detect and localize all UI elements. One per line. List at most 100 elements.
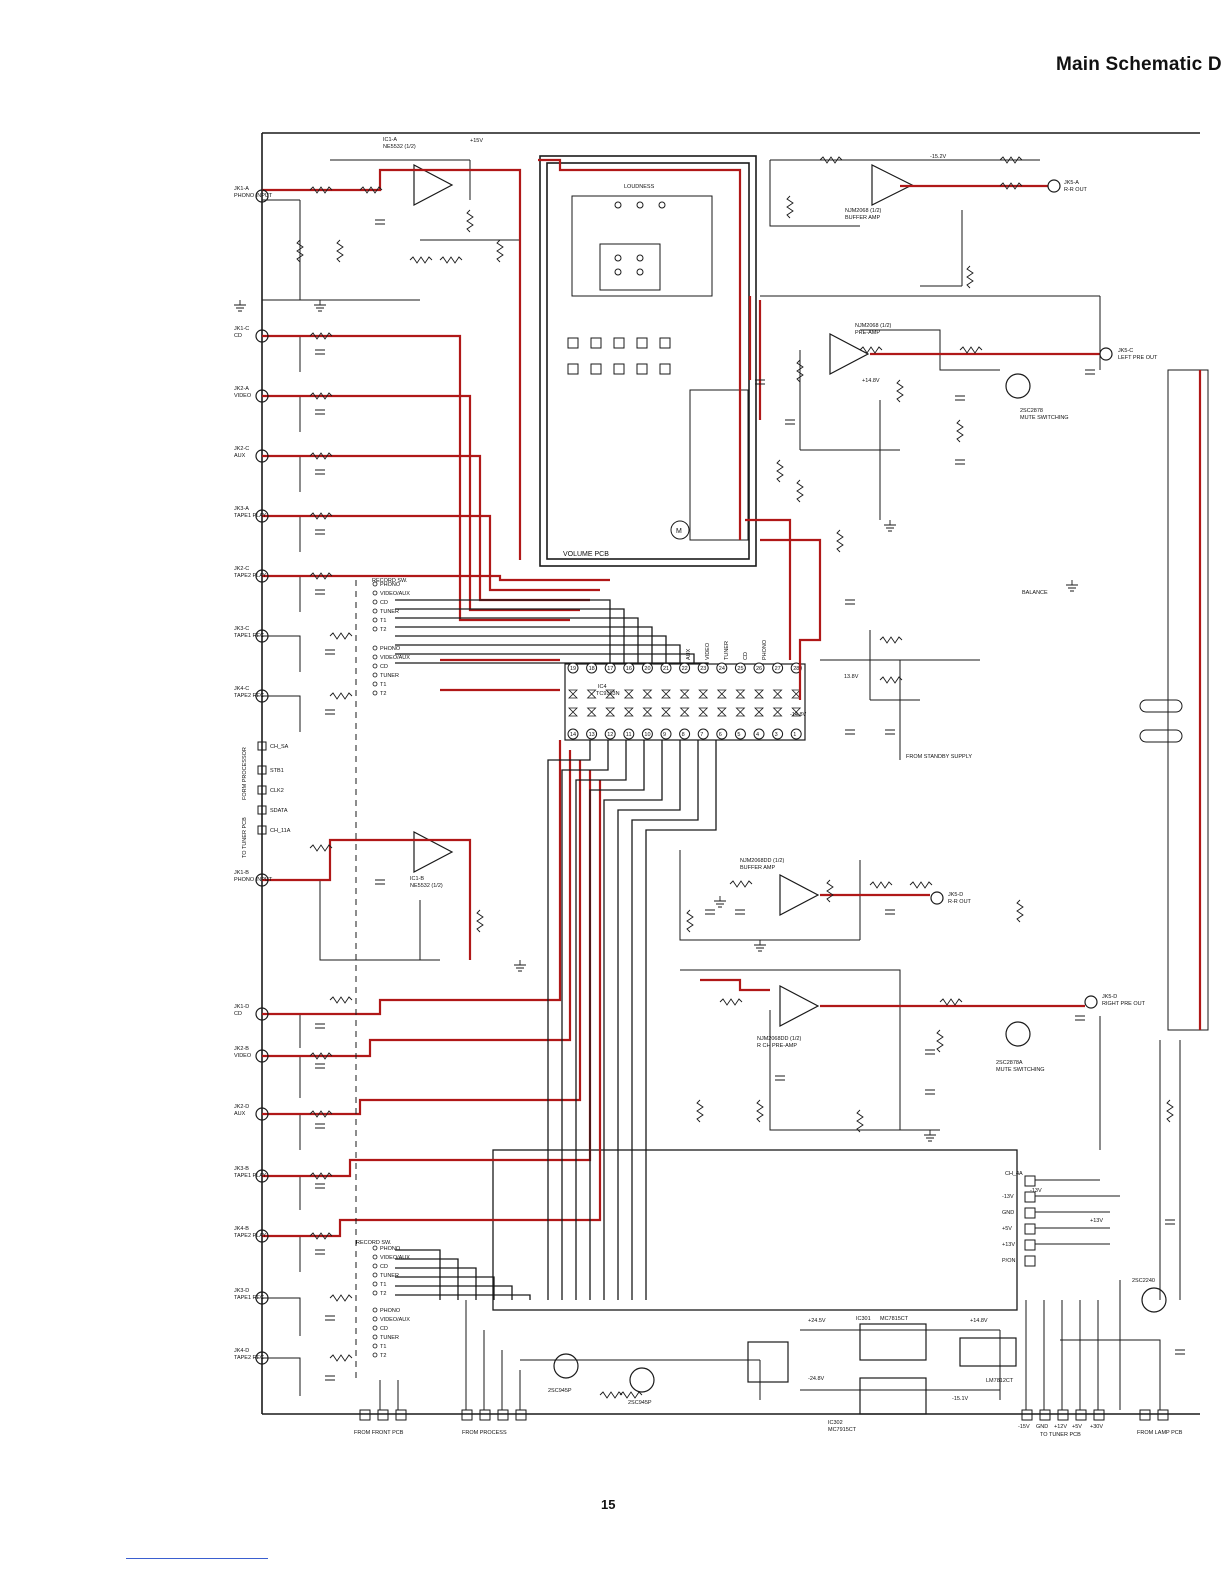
bus-trace: [617, 740, 681, 1300]
ic4-input-tag: CD: [743, 652, 749, 660]
input-jack-label: CD: [234, 333, 242, 339]
bus-trace: [395, 1258, 459, 1300]
ic4-pin-number: 22: [682, 666, 688, 672]
ic4-part: TC9163N: [596, 691, 620, 697]
selector-position-label: T2: [380, 1353, 386, 1359]
resistor-icon: [956, 419, 964, 443]
ic4-pin-number: 12: [607, 732, 613, 738]
volume-pot-pins: [567, 337, 749, 541]
ic4-pin-number: 11: [626, 732, 632, 738]
resistor-icon: [686, 909, 694, 933]
balance-label: BALANCE: [1022, 590, 1048, 596]
ic1b-ref: IC1-B: [410, 876, 424, 882]
ic4-switch-icon: [698, 707, 709, 717]
input-jack-ref: JK3-D: [234, 1288, 249, 1294]
switch-contact-icon: [372, 1343, 378, 1349]
selector-position-label: T2: [380, 627, 386, 633]
ic2a-part: NJM2068 (1/2): [845, 208, 882, 214]
ic4-pin-number: 26: [756, 666, 762, 672]
capacitor-icon: [315, 1023, 325, 1029]
signal-trace: [262, 168, 522, 560]
ic4-pin-number: 16: [626, 666, 632, 672]
wire-trace: [520, 1359, 761, 1400]
motor-m-label: M: [676, 528, 682, 535]
input-jack-label: TAPE1 PLAY: [234, 513, 267, 519]
ic4-switch-icon: [791, 707, 802, 717]
switch-contact-icon: [372, 690, 378, 696]
ic4-pin-top: [753, 662, 765, 674]
jk5d-ref: JK5-D: [948, 892, 963, 898]
ic302-part: MC7915CT: [828, 1427, 857, 1433]
bus-trace: [395, 644, 681, 664]
resistor-icon: [909, 881, 933, 889]
page-title: Main Schematic D: [1056, 54, 1222, 75]
wire-trace: [820, 659, 901, 760]
bus-trace: [575, 740, 627, 1300]
wire-trace: [800, 1329, 1001, 1400]
ic4-pin-number: 14: [570, 732, 576, 738]
signal-trace: [262, 574, 610, 582]
input-jack-ref: JK3-C: [234, 626, 249, 632]
ic2b-note: BUFFER AMP: [740, 865, 775, 871]
input-jack-label: PHONO INPUT: [234, 877, 273, 883]
switch-contact-icon: [372, 681, 378, 687]
switch-contact-icon: [372, 617, 378, 623]
switch-contact-icon: [372, 1316, 378, 1322]
input-jack-icon: [255, 1291, 269, 1305]
ic4-pin-bottom: [660, 728, 672, 740]
ic4-switch-icon: [716, 689, 727, 699]
ic3a-part: NJM2068 (1/2): [855, 323, 892, 329]
ic4-switch-icon: [791, 689, 802, 699]
resistor-icon: [476, 909, 484, 933]
capacitor-icon: [955, 395, 965, 401]
ic4-ref: IC4: [598, 684, 607, 690]
ic4-pin-bottom: [679, 728, 691, 740]
bottom-connectors: [359, 1409, 1169, 1421]
ic4-switch-icon: [772, 689, 783, 699]
ic4-switch-icon: [716, 707, 727, 717]
selector-position-label: TUNER: [380, 1273, 399, 1279]
signal-trace: [262, 760, 582, 1116]
input-jack-ref: JK3-A: [234, 506, 249, 512]
ic4-pin-bottom: [753, 728, 765, 740]
capacitor-icon: [315, 589, 325, 595]
resistor-icon: [729, 880, 753, 888]
ic4-pin-number: 10: [644, 732, 650, 738]
wire-trace: [262, 1235, 301, 1396]
input-jack-ref: JK1-B: [234, 870, 249, 876]
input-jack-label: TAPE2 REC: [234, 1355, 264, 1361]
input-jack-ref: JK4-B: [234, 1226, 249, 1232]
front-connector-pin: [257, 805, 267, 815]
signal-trace: [262, 780, 602, 1238]
ic4-pin-bottom: [734, 728, 746, 740]
selector-position-label: VIDEO/AUX: [380, 1255, 410, 1261]
selector-position-label: TUNER: [380, 609, 399, 615]
ic4-pin-top: [716, 662, 728, 674]
ic4-pin-number: 6: [719, 732, 722, 738]
capacitor-icon: [315, 1249, 325, 1255]
jk5d-right-label: RIGHT PRE OUT: [1102, 1001, 1146, 1007]
selector-position-label: TUNER: [380, 1335, 399, 1341]
ic4-pin-number: 8: [682, 732, 685, 738]
ic3b-part: NJM2068DD (1/2): [757, 1036, 801, 1042]
ic4-pin-number: 21: [663, 666, 669, 672]
input-jack-icon: [255, 873, 269, 887]
resistor-icon: [296, 239, 304, 263]
ic4-switch-icon: [698, 689, 709, 699]
selector-position-label: PHONO: [380, 646, 401, 652]
front-connector-pin: [257, 825, 267, 835]
q2-note: MUTE SWITCHING: [996, 1067, 1045, 1073]
ic4-pin-top: [734, 662, 746, 674]
tuner-connector-label: GND: [1036, 1424, 1048, 1430]
ic4-pin-number: 20: [644, 666, 650, 672]
bus-trace: [395, 626, 653, 664]
signal-trace: [262, 334, 570, 622]
selector-position-label: CD: [380, 664, 388, 670]
capacitor-icon: [925, 1089, 935, 1095]
jk5d-label: R-R OUT: [948, 899, 972, 905]
ground-icon: [1066, 580, 1078, 592]
supply-rail-label: +14.8V: [970, 1318, 988, 1324]
capacitor-icon: [845, 599, 855, 605]
switch-contact-icon: [372, 590, 378, 596]
